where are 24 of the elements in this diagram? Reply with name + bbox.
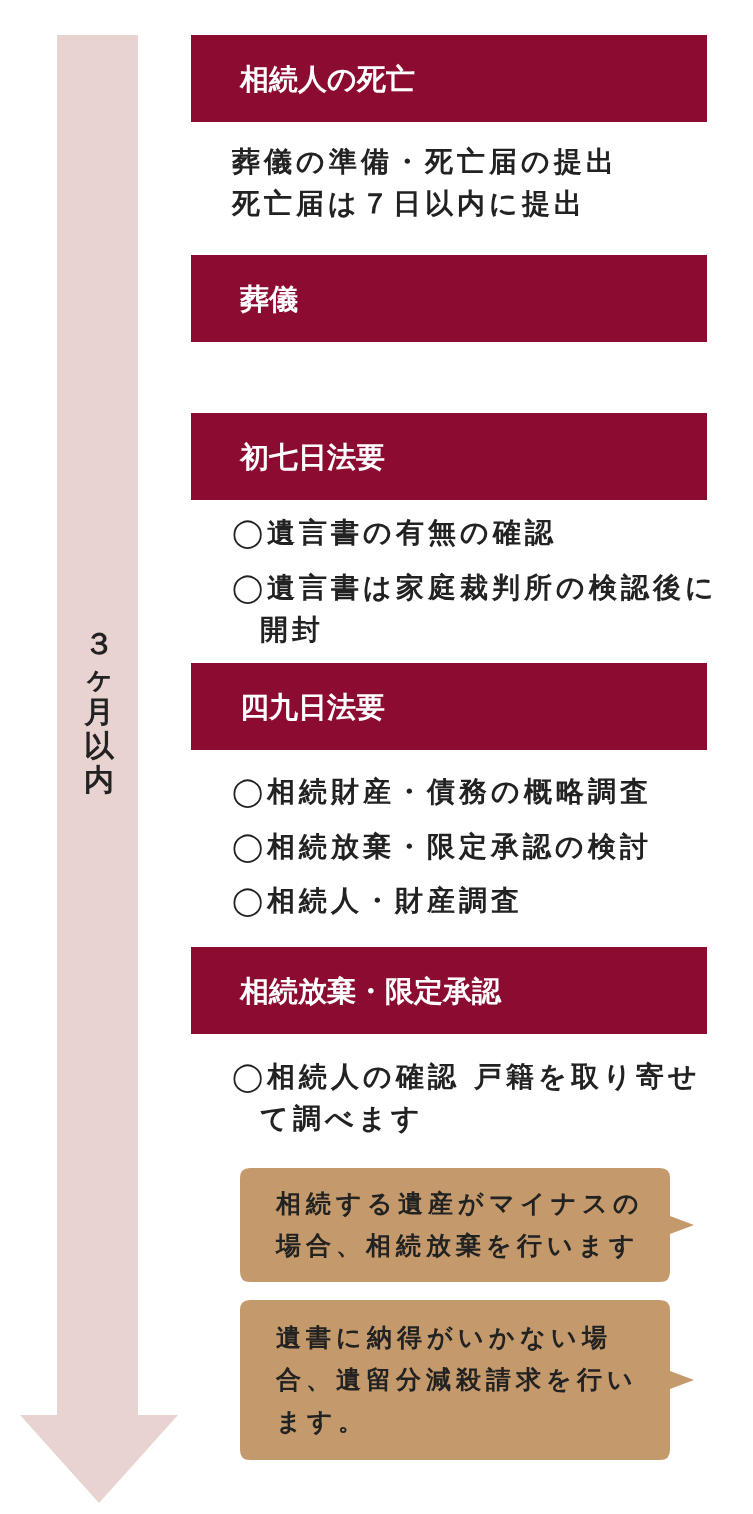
callout-text: 遺書に納得がいかない場合、遺留分減殺請求を行います。 xyxy=(276,1322,639,1438)
stage-band xyxy=(191,35,707,122)
step-note: 葬儀の準備・死亡届の提出 xyxy=(232,144,619,180)
note-callout xyxy=(240,1300,694,1460)
step-note: ◯相続放棄・限定承認の検討 xyxy=(232,829,654,865)
step-note: ◯遺言書は家庭裁判所の検認後に開封 xyxy=(232,570,720,648)
step-note: ◯相続人・財産調査 xyxy=(232,883,525,919)
stage-band xyxy=(191,663,707,750)
stage-band xyxy=(191,255,707,342)
stage-title: 葬儀 xyxy=(240,281,298,316)
stage-title: 相続放棄・限定承認 xyxy=(240,973,501,1008)
step-note: ◯相続財産・債務の概略調査 xyxy=(232,774,654,810)
step-note: ◯遺言書の有無の確認 xyxy=(232,515,559,551)
step-note: ◯相続人の確認 戸籍を取り寄せて調べます xyxy=(232,1059,703,1137)
period-label: ３ヶ月以内 xyxy=(82,627,116,797)
stage-title: 相続人の死亡 xyxy=(240,61,415,96)
stage-title: 初七日法要 xyxy=(240,439,385,474)
note-callout xyxy=(240,1168,694,1282)
step-note: 死亡届は７日以内に提出 xyxy=(232,186,587,222)
stage-title: 四九日法要 xyxy=(240,689,385,724)
timeline-arrow xyxy=(20,35,178,1503)
callout-text: 相続する遺産がマイナスの場合、相続放棄を行います xyxy=(276,1188,645,1262)
stage-band xyxy=(191,413,707,500)
stage-band xyxy=(191,947,707,1034)
